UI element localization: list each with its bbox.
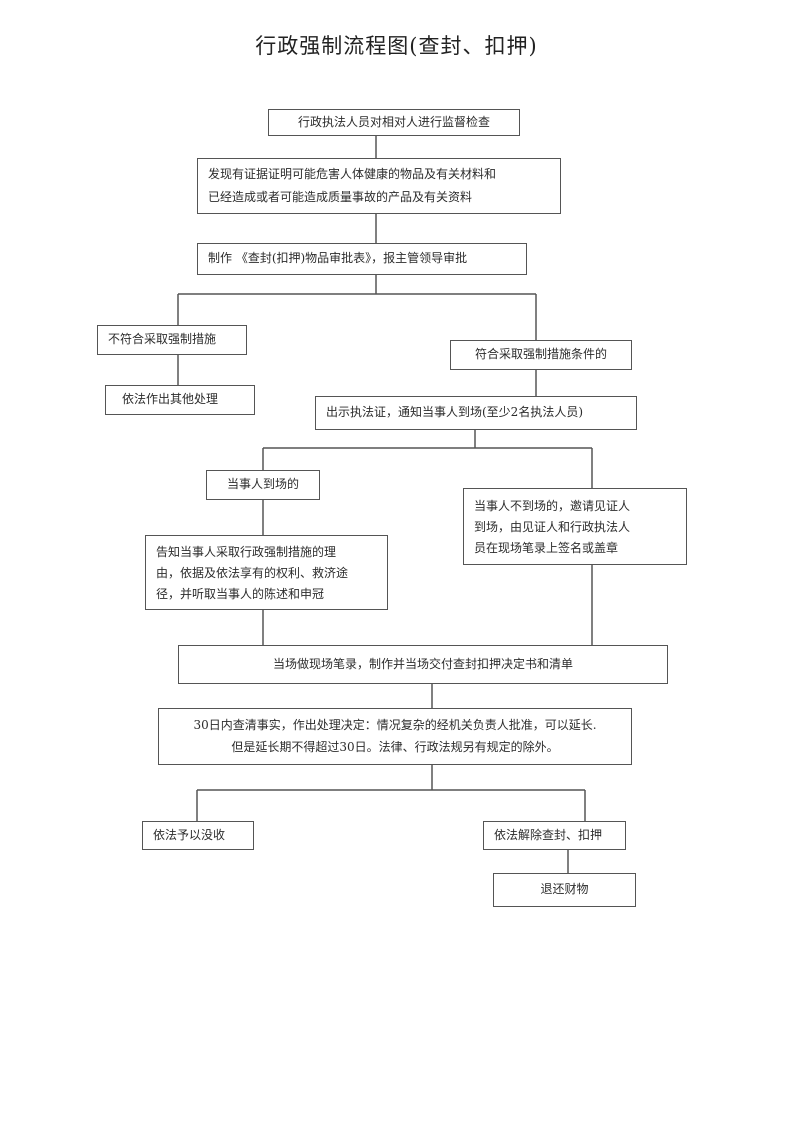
node-not-qualified-text: 不符合采取强制措施	[108, 332, 217, 346]
node-inform-line-3: 径，并听取当事人的陈述和申冠	[156, 587, 325, 601]
node-party-present: 当事人到场的	[206, 470, 320, 500]
node-evidence-line-2: 已经造成或者可能造成质量事故的产品及有关资料	[208, 190, 473, 204]
node-inspection-text: 行政执法人员对相对人进行监督检查	[297, 115, 490, 129]
node-confiscate: 依法予以没收	[142, 821, 254, 850]
node-party-absent-line-3: 员在现场笔录上签名或盖章	[474, 541, 619, 555]
node-other-handling: 依法作出其他处理	[105, 385, 255, 415]
node-show-certificate-text: 出示执法证，通知当事人到场(至少2名执法人员)	[326, 405, 583, 419]
node-approval-text: 制作 《查封(扣押)物品审批表》，报主管领导审批	[208, 251, 468, 265]
node-not-qualified: 不符合采取强制措施	[97, 325, 247, 355]
node-approval: 制作 《查封(扣押)物品审批表》，报主管领导审批	[197, 243, 527, 275]
node-qualified-text: 符合采取强制措施条件的	[474, 347, 607, 361]
node-party-present-text: 当事人到场的	[226, 477, 299, 491]
node-release: 依法解除查封、扣押	[483, 821, 626, 850]
node-party-absent-line-2: 到场，由见证人和行政执法人	[474, 520, 631, 534]
node-inform-line-2: 由，依据及依法享有的权利、救济途	[156, 566, 349, 580]
node-decision-line-2: 但是延长期不得超过30日。法律、行政法规另有规定的除外。	[231, 740, 559, 754]
node-return-property-text: 退还财物	[540, 882, 589, 896]
node-decision: 30日内查清事实，作出处理决定：情况复杂的经机关负责人批准，可以延长. 但是延长…	[158, 708, 632, 765]
node-inform-line-1: 告知当事人采取行政强制措施的理	[156, 545, 337, 559]
node-on-site-record-text: 当场做现场笔录，制作并当场交付查封扣押决定书和清单	[272, 657, 573, 671]
node-confiscate-text: 依法予以没收	[153, 828, 226, 842]
node-decision-line-1: 30日内查清事实，作出处理决定：情况复杂的经机关负责人批准，可以延长.	[193, 718, 597, 732]
node-inform-party: 告知当事人采取行政强制措施的理 由，依据及依法享有的权利、救济途 径，并听取当事…	[145, 535, 388, 610]
node-evidence-line-1: 发现有证据证明可能危害人体健康的物品及有关材料和	[208, 167, 497, 181]
node-release-text: 依法解除查封、扣押	[494, 828, 603, 842]
node-inspection: 行政执法人员对相对人进行监督检查	[268, 109, 520, 136]
node-party-absent-line-1: 当事人不到场的，邀请见证人	[474, 499, 631, 513]
page-title: 行政强制流程图(查封、扣押)	[255, 34, 538, 58]
node-return-property: 退还财物	[493, 873, 636, 907]
node-qualified: 符合采取强制措施条件的	[450, 340, 632, 370]
node-other-handling-text: 依法作出其他处理	[122, 392, 219, 406]
node-evidence-found: 发现有证据证明可能危害人体健康的物品及有关材料和 已经造成或者可能造成质量事故的…	[197, 158, 561, 214]
node-on-site-record: 当场做现场笔录，制作并当场交付查封扣押决定书和清单	[178, 645, 668, 684]
node-party-absent: 当事人不到场的，邀请见证人 到场，由见证人和行政执法人 员在现场笔录上签名或盖章	[463, 488, 687, 565]
node-show-certificate: 出示执法证，通知当事人到场(至少2名执法人员)	[315, 396, 637, 430]
